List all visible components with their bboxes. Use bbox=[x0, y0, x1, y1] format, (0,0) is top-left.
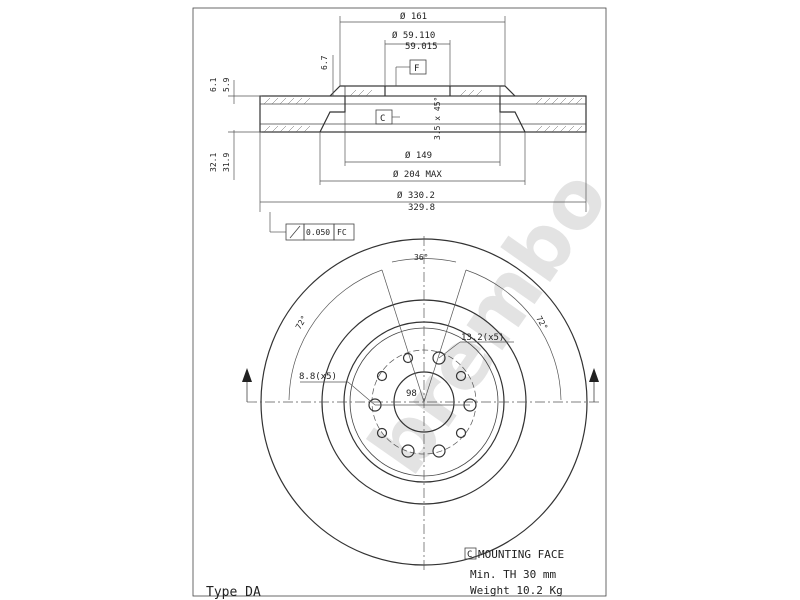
pcd-label: 98 bbox=[406, 389, 417, 399]
dim-6-1: 6.1 bbox=[209, 77, 218, 92]
dim-31-9: 31.9 bbox=[222, 153, 231, 172]
side-view: Ø 161 Ø 59.110 59.015 F C 6.7 6.1 5.9 32… bbox=[209, 11, 587, 241]
section-hatching bbox=[263, 89, 583, 133]
brand-watermark: brembo bbox=[351, 153, 626, 490]
mounting-face-key-box bbox=[464, 547, 477, 560]
hub-face bbox=[344, 85, 501, 97]
dim-32-1: 32.1 bbox=[209, 153, 218, 172]
dim-204: Ø 204 MAX bbox=[393, 169, 442, 180]
angle-36: 36° bbox=[414, 253, 428, 262]
small-hole bbox=[376, 370, 388, 382]
runout-value: 0.050 bbox=[306, 228, 330, 237]
watermark-text: brembo bbox=[351, 153, 626, 490]
small-hole bbox=[376, 427, 388, 439]
disc-section-outline bbox=[259, 95, 587, 133]
dim-6-7: 6.7 bbox=[320, 55, 329, 70]
datum-c: C bbox=[380, 114, 385, 124]
dim-59-015: 59.015 bbox=[405, 42, 438, 52]
dim-329-8: 329.8 bbox=[408, 203, 435, 213]
runout-ref: FC bbox=[337, 228, 347, 237]
datum-f: F bbox=[414, 64, 419, 74]
small-hole bbox=[455, 427, 467, 439]
stud-hole bbox=[432, 351, 446, 365]
mounting-face: MOUNTING FACE bbox=[478, 548, 564, 561]
dim-5-9: 5.9 bbox=[222, 77, 231, 92]
small-holes bbox=[376, 352, 467, 439]
notes: C MOUNTING FACE Min. TH 30 mm Weight 10.… bbox=[206, 547, 564, 600]
stud-hole bbox=[432, 444, 446, 458]
min-thickness: Min. TH 30 mm bbox=[470, 568, 556, 581]
small-hole bbox=[402, 352, 414, 364]
dim-161: Ø 161 bbox=[400, 11, 427, 22]
stud-hole bbox=[401, 444, 415, 458]
dim-330-2: Ø 330.2 bbox=[397, 190, 435, 201]
dim-149: Ø 149 bbox=[405, 150, 432, 161]
dim-chamfer: 3.5 x 45° bbox=[433, 97, 442, 140]
hole-large-callout: 13.2(x5) bbox=[461, 333, 504, 343]
section-arrow-left bbox=[242, 368, 252, 382]
sheet-border bbox=[192, 7, 607, 597]
hole-small-callout: 8.8(x5) bbox=[299, 372, 337, 382]
dim-59-110: Ø 59.110 bbox=[392, 30, 435, 41]
small-hole bbox=[455, 370, 467, 382]
section-arrow-right bbox=[589, 368, 599, 382]
weight: Weight 10.2 Kg bbox=[470, 584, 563, 597]
hat-profile bbox=[329, 85, 516, 97]
type-label: Type DA bbox=[206, 585, 261, 600]
front-view: 36° 72° 72° 13.2(x5) 8.8(x5) bbox=[242, 236, 600, 570]
mounting-face-key: C bbox=[467, 550, 472, 560]
angle-72-left: 72° bbox=[294, 314, 309, 331]
stud-holes bbox=[368, 351, 477, 458]
